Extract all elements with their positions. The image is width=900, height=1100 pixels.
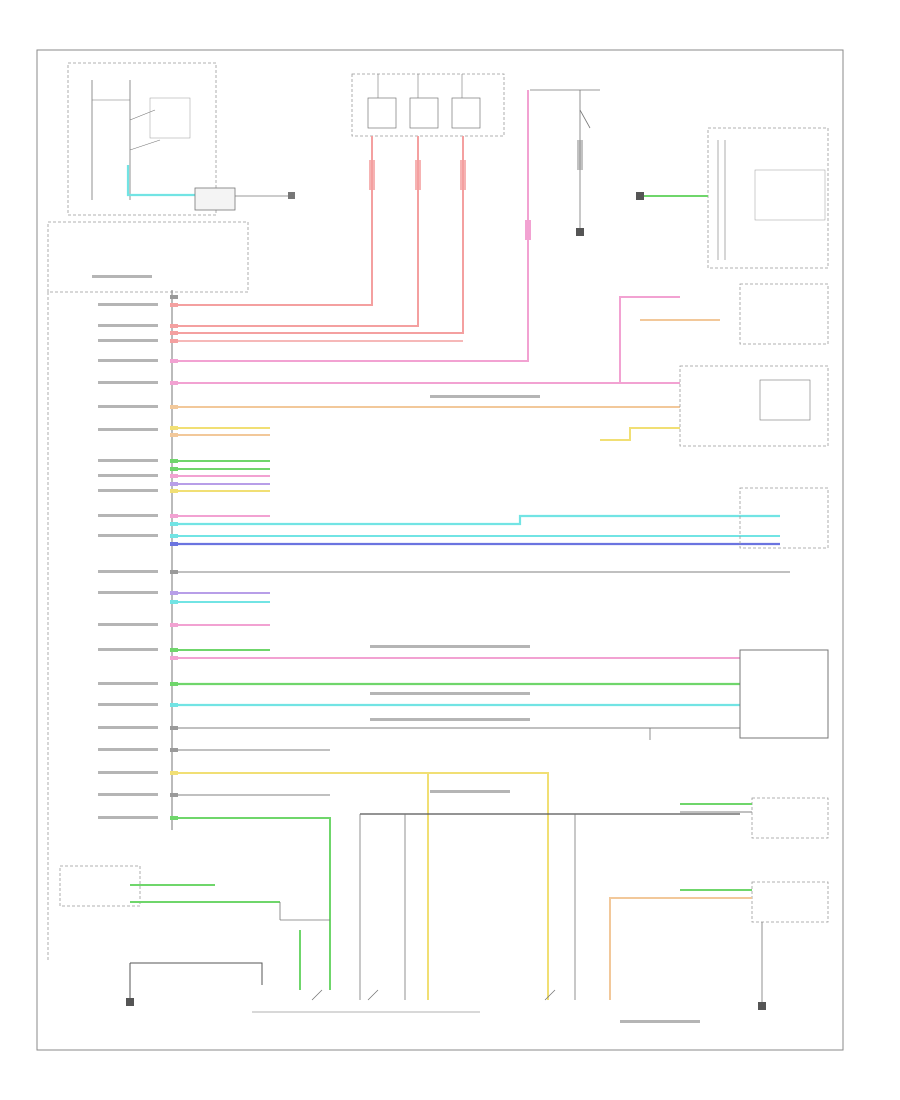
module-pin-25 bbox=[170, 656, 178, 660]
module-pin-32 bbox=[170, 816, 178, 820]
module-pin-17 bbox=[170, 522, 178, 526]
module-pin-22 bbox=[170, 600, 178, 604]
module-pin-3 bbox=[170, 324, 178, 328]
module-pin-23 bbox=[170, 623, 178, 627]
module-pin-14 bbox=[170, 482, 178, 486]
door-lock-switch-box bbox=[739, 283, 829, 345]
module-pin-18 bbox=[170, 534, 178, 538]
cyan-wire-top-left bbox=[126, 165, 200, 197]
module-pin-5 bbox=[170, 339, 178, 343]
red-wire-1 bbox=[178, 136, 373, 306]
rear-switch-box-2 bbox=[751, 881, 829, 923]
module-pin-30 bbox=[170, 771, 178, 775]
body-control-module-box bbox=[47, 221, 249, 293]
red-wire-3 bbox=[178, 136, 464, 334]
module-pin-20 bbox=[170, 570, 178, 574]
passenger-door-lock-box bbox=[739, 487, 829, 549]
module-pin-31 bbox=[170, 793, 178, 797]
module-pin-21 bbox=[170, 591, 178, 595]
module-pin-11 bbox=[170, 459, 178, 463]
label-marks bbox=[92, 275, 700, 1023]
module-pin-9 bbox=[170, 426, 178, 430]
module-pin-7 bbox=[170, 381, 178, 385]
page-frame bbox=[36, 49, 844, 1051]
module-pin-29 bbox=[170, 748, 178, 752]
module-pin-13 bbox=[170, 474, 178, 478]
module-pin-27 bbox=[170, 703, 178, 707]
module-pin-1 bbox=[170, 295, 178, 299]
connector-block-top bbox=[194, 187, 236, 211]
fuse-block-box bbox=[351, 73, 505, 137]
module-pin-19 bbox=[170, 542, 178, 546]
module-pin-4 bbox=[170, 331, 178, 335]
module-pin-10 bbox=[170, 433, 178, 437]
module-pin-8 bbox=[170, 405, 178, 409]
module-pin-2 bbox=[170, 303, 178, 307]
red-wire-2 bbox=[178, 136, 419, 327]
module-pin-26 bbox=[170, 682, 178, 686]
module-pin-16 bbox=[170, 514, 178, 518]
module-pin-12 bbox=[170, 467, 178, 471]
yellow-wire-lower bbox=[178, 772, 549, 1000]
cyan-wire-long bbox=[178, 514, 780, 526]
module-pin-ticks bbox=[170, 295, 178, 820]
rear-window-switch-box bbox=[751, 797, 829, 839]
remote-control-module-box bbox=[739, 649, 829, 739]
pink-wire-right bbox=[178, 296, 680, 384]
module-pin-15 bbox=[170, 489, 178, 493]
module-pin-24 bbox=[170, 648, 178, 652]
instrument-cluster-box bbox=[707, 127, 829, 269]
top-left-module-box bbox=[67, 62, 217, 216]
driver-door-lock-box bbox=[679, 365, 829, 447]
pink-wire-vertical bbox=[178, 90, 529, 362]
module-pin-6 bbox=[170, 359, 178, 363]
green-wire-down bbox=[178, 817, 331, 990]
driver-window-switch-box bbox=[59, 865, 141, 907]
module-pin-28 bbox=[170, 726, 178, 730]
